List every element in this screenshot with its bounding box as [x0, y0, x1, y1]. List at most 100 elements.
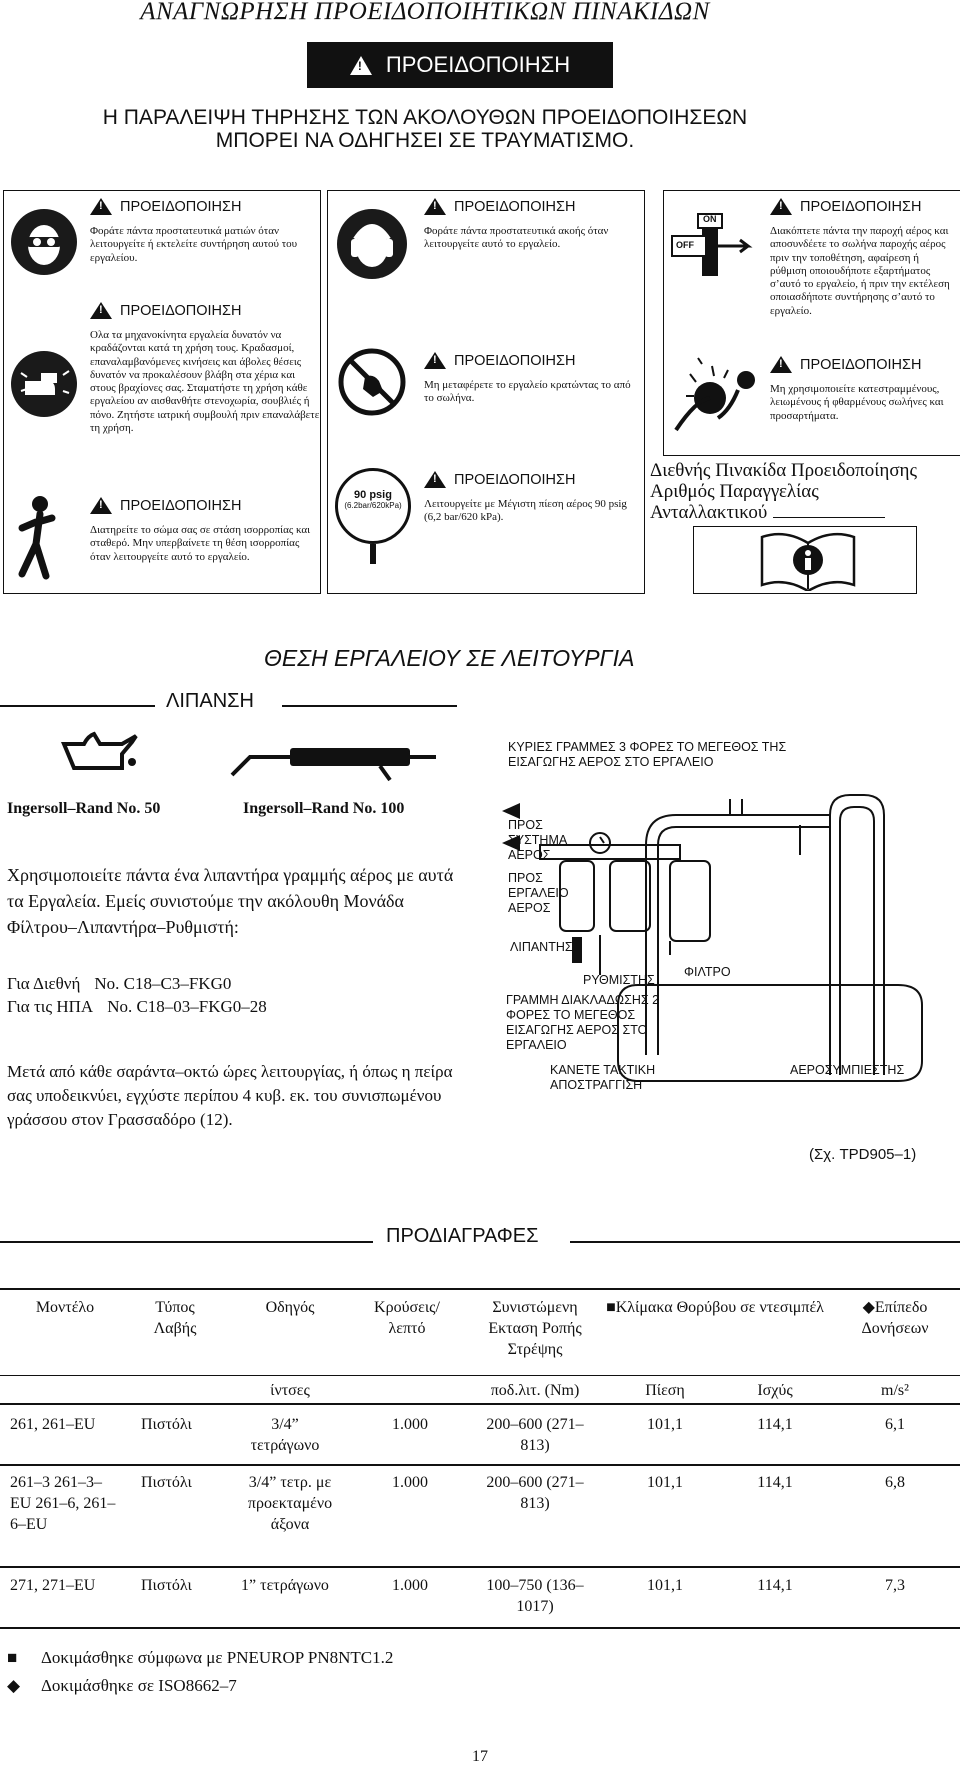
- row-bpm: 1.000: [392, 1474, 428, 1491]
- unit-vibration: m/s²: [881, 1382, 909, 1399]
- damaged-hose-icon: [668, 352, 766, 436]
- col-header-drive: Οδηγός: [265, 1299, 315, 1316]
- air-system-diagram: [500, 775, 960, 1140]
- warning-heading: !ΠΡΟΕΙΔΟΠΟΙΗΣΗ: [424, 471, 634, 488]
- warning-text: Διακόπτετε πάντα την παροχή αέρος και απ…: [770, 225, 950, 317]
- pressure-gauge-icon: 90 psig (6.2bar/620kPa): [335, 468, 411, 544]
- read-manual-icon: [758, 529, 858, 593]
- warning-panel-1: [3, 190, 321, 594]
- air-shutoff-icon: ON OFF: [668, 212, 758, 282]
- warning-triangle-icon: !: [424, 352, 446, 369]
- unit-power: Ισχύς: [757, 1382, 793, 1399]
- warning-text: Φοράτε πάντα προστατευτικά ματιών όταν λ…: [90, 225, 298, 264]
- row-bpm: 1.000: [392, 1577, 428, 1594]
- diamond-bullet-icon: ◆: [7, 1676, 21, 1695]
- lube-number-50: Ingersoll–Rand No. 50: [7, 800, 161, 817]
- warning-heading: !ΠΡΟΕΙΔΟΠΟΙΗΣΗ: [770, 198, 956, 215]
- figure-ref: (Σχ. TPD905–1): [809, 1146, 917, 1163]
- row-torque: 200–600 (271–813): [486, 1416, 584, 1454]
- compressor-label: ΑΕΡΟΣΥΜΠΙΕΣΤΗΣ: [790, 1063, 905, 1077]
- square-bullet-icon: ■: [7, 1648, 18, 1667]
- row-torque: 200–600 (271–813): [486, 1474, 584, 1512]
- warning-heading: !ΠΡΟΕΙΔΟΠΟΙΗΣΗ: [424, 352, 634, 369]
- row-drive: 3/4” τετράγωνο: [250, 1416, 320, 1454]
- warning-triangle-icon: !: [90, 198, 112, 215]
- warning-panel-3: [663, 190, 960, 456]
- lubrication-heading: ΛΙΠΑΝΣΗ: [166, 690, 254, 712]
- row-model: 261, 261–EU: [10, 1416, 96, 1433]
- warning-panel-2: [327, 190, 645, 594]
- ear-protection-icon: [337, 209, 407, 279]
- spec-notes: ■Δοκιμάσθηκε σύμφωνα με PNEUROP PN8NTC1.…: [7, 1644, 393, 1700]
- square-bullet-icon: ■: [606, 1299, 616, 1316]
- row-torque: 100–750 (136–1017): [486, 1577, 584, 1615]
- lube-number-100: Ingersoll–Rand No. 100: [243, 800, 405, 817]
- row-power: 114,1: [757, 1577, 793, 1594]
- warning-heading: !ΠΡΟΕΙΔΟΠΟΙΗΣΗ: [424, 198, 634, 215]
- row-model: 271, 271–EU: [10, 1577, 96, 1594]
- row-pressure: 101,1: [647, 1474, 683, 1491]
- warning-heading: !ΠΡΟΕΙΔΟΠΟΙΗΣΗ: [770, 356, 956, 373]
- warning-text: Λειτουργείτε με Μέγιστη πίεση αέρος 90 p…: [424, 498, 627, 524]
- warning-triangle-icon: !: [770, 198, 792, 215]
- row-vibration: 7,3: [885, 1577, 905, 1594]
- warning-text: Φοράτε πάντα προστατευτικά ακοής όταν λε…: [424, 225, 609, 251]
- grease-paragraph: Μετά από κάθε σαράντα–οκτώ ώρες λειτουργ…: [7, 1062, 453, 1129]
- col-header-vibration: ◆Επίπεδο Δονήσεων: [861, 1299, 929, 1337]
- col-header-handle: Τύπος Λαβής: [153, 1299, 197, 1337]
- no-carry-by-hose-icon: [337, 347, 407, 417]
- main-lines-label: ΚΥΡΙΕΣ ΓΡΑΜΜΕΣ 3 ΦΟΡΕΣ ΤΟ ΜΕΓΕΘΟΣ ΤΗΣ ΕΙ…: [508, 740, 787, 769]
- row-handle: Πιστόλι: [141, 1416, 192, 1433]
- row-vibration: 6,1: [885, 1416, 905, 1433]
- row-handle: Πιστόλι: [141, 1474, 192, 1491]
- unit-torque: ποδ.λιτ. (Nm): [490, 1382, 580, 1399]
- col-header-torque: Συνιστώμενη Εκταση Ροπής Στρέψης: [488, 1299, 582, 1358]
- diamond-bullet-icon: ◆: [862, 1299, 875, 1316]
- specs-heading: ΠΡΟΔΙΑΓΡΑΦΕΣ: [386, 1225, 539, 1247]
- row-pressure: 101,1: [647, 1577, 683, 1594]
- to-air-tool-label: ΠΡΟΣ ΕΡΓΑΛΕΙΟ ΑΕΡΟΣ: [508, 871, 569, 915]
- lubricator-paragraph: Χρησιμοποιείτε πάντα ένα λιπαντήρα γραμμ…: [7, 865, 454, 937]
- unit-pressure: Πίεση: [645, 1382, 685, 1399]
- to-air-system-label: ΠΡΟΣ ΣΥΣΤΗΜΑ ΑΕΡΟΣ: [508, 818, 567, 862]
- warning-subtitle: Η ΠΑΡΑΛΕΙΨΗ ΤΗΡΗΣΗΣ ΤΩΝ ΑΚΟΛΟΥΘΩΝ ΠΡΟΕΙΔ…: [102, 106, 748, 152]
- warning-triangle-icon: !: [770, 356, 792, 373]
- warning-text: Μη μεταφέρετε το εργαλείο κρατώντας το α…: [424, 379, 631, 405]
- warning-triangle-icon: !: [90, 497, 112, 514]
- gauge-stem: [370, 544, 376, 564]
- manual-reference-box: [693, 526, 917, 594]
- row-power: 114,1: [757, 1474, 793, 1491]
- branch-line-label: ΓΡΑΜΜΗ ΔΙΑΚΛΑΔΩΣΗΣ 2 ΦΟΡΕΣ ΤΟ ΜΕΓΕΘΟΣ ΕΙ…: [506, 993, 660, 1052]
- intl-warning-label: Διεθνής Πινακίδα Προειδοποίησης Αριθμός …: [650, 460, 918, 523]
- page-title: ΑΝΑΓΝΩΡΗΣΗ ΠΡΟΕΙΔΟΠΟΙΗΤΙΚΩΝ ΠΙΝΑΚΙΔΩΝ: [140, 0, 710, 25]
- regulator-label: ΡΥΘΜΙΣΤΗΣ: [583, 973, 655, 987]
- filter-label: ΦΙΛΤΡΟ: [684, 965, 731, 979]
- drain-label: ΚΑΝΕΤΕ ΤΑΚΤΙΚΗ ΑΠΟΣΤΡΑΓΓΙΣΗ: [550, 1063, 656, 1092]
- row-pressure: 101,1: [647, 1416, 683, 1433]
- operation-title: ΘΕΣΗ ΕΡΓΑΛΕΙΟΥ ΣΕ ΛΕΙΤΟΥΡΓΙΑ: [264, 645, 635, 671]
- warning-banner-label: ΠΡΟΕΙΔΟΠΟΙΗΣΗ: [385, 52, 571, 77]
- row-vibration: 6,8: [885, 1474, 905, 1491]
- grease-gun-icon: [230, 742, 440, 782]
- row-drive: 1” τετράγωνο: [241, 1577, 329, 1594]
- warning-triangle-icon: !: [424, 198, 446, 215]
- warning-banner: ! ΠΡΟΕΙΔΟΠΟΙΗΣΗ: [307, 42, 613, 88]
- oil-can-icon: [60, 728, 140, 776]
- warning-text: Διατηρείτε το σώμα σας σε στάση ισορροπί…: [90, 524, 311, 563]
- warning-heading: !ΠΡΟΕΙΔΟΠΟΙΗΣΗ: [90, 198, 320, 215]
- warning-heading: !ΠΡΟΕΙΔΟΠΟΙΗΣΗ: [90, 302, 320, 319]
- warning-text: Μη χρησιμοποιείτε κατεστραμμένους, λειωμ…: [770, 383, 944, 422]
- row-model: 261–3 261–3–EU 261–6, 261–6–EU: [10, 1474, 116, 1533]
- warning-heading: !ΠΡΟΕΙΔΟΠΟΙΗΣΗ: [90, 497, 320, 514]
- lubricator-label: ΛΙΠΑΝΤΗΣ: [510, 940, 573, 954]
- col-header-model: Μοντέλο: [35, 1299, 95, 1316]
- row-bpm: 1.000: [392, 1416, 428, 1433]
- col-header-bpm: Κρούσεις/ λεπτό: [374, 1299, 440, 1337]
- warning-text: Ολα τα μηχανοκίνητα εργαλεία δυνατόν να …: [90, 329, 320, 435]
- page-number: 17: [472, 1748, 488, 1765]
- col-header-noise: ■Κλίμακα Θορύβου σε ντεσιμπέλ: [606, 1299, 824, 1316]
- warning-triangle-icon: !: [90, 302, 112, 319]
- row-handle: Πιστόλι: [141, 1577, 192, 1594]
- row-power: 114,1: [757, 1416, 793, 1433]
